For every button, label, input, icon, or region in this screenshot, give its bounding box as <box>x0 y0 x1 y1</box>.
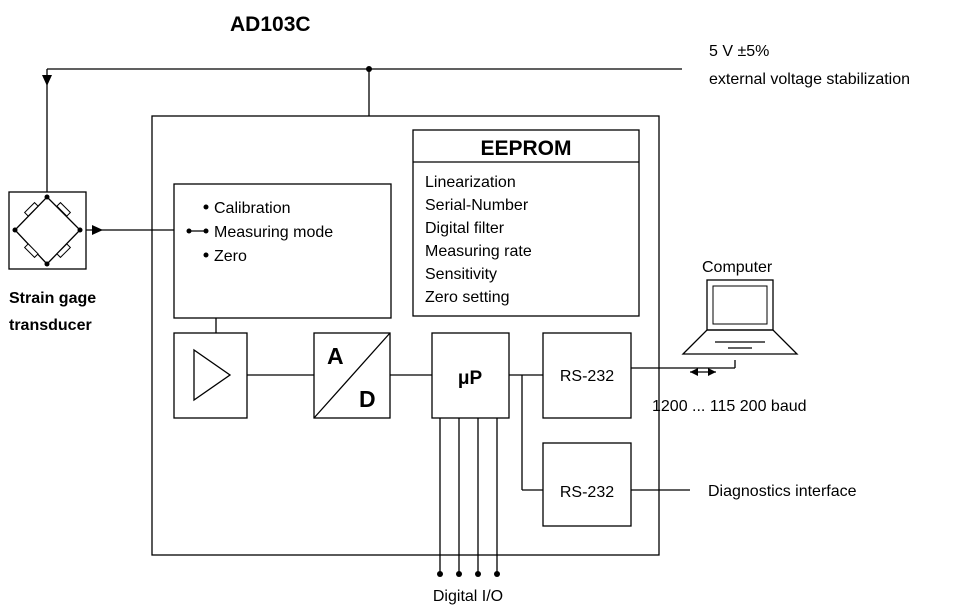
computer-label: Computer <box>702 259 773 276</box>
eeprom-box <box>412 129 640 317</box>
supply-stabilization-label: external voltage stabilization <box>709 71 910 88</box>
amplifier-triangle-icon <box>193 348 232 402</box>
strain-gage-bridge <box>8 191 87 270</box>
processor-label: μP <box>458 368 483 389</box>
mode-option-measuring: Measuring mode <box>214 224 333 241</box>
supply-rail <box>42 66 682 196</box>
rs232-diag-box <box>542 442 632 527</box>
digital-io-label: Digital I/O <box>433 588 503 605</box>
eeprom-item: Linearization <box>425 174 516 191</box>
adc-label-d: D <box>359 386 376 412</box>
rs232-computer-link <box>631 360 736 376</box>
adc-diagonal <box>313 332 391 419</box>
rs232-diag-label: RS-232 <box>560 484 614 501</box>
adc-label-a: A <box>327 343 344 369</box>
supply-voltage-label: 5 V ±5% <box>709 43 769 60</box>
eeprom-title: EEPROM <box>480 137 571 160</box>
transducer-label-line1: Strain gage <box>9 290 96 307</box>
mode-option-calibration: Calibration <box>214 200 290 217</box>
rs232-main-label: RS-232 <box>560 368 614 385</box>
eeprom-item: Zero setting <box>425 289 509 306</box>
eeprom-item: Serial-Number <box>425 197 529 214</box>
amplifier-box <box>173 332 248 419</box>
mode-switch-symbol <box>186 204 209 258</box>
processor-box <box>431 332 510 419</box>
computer-laptop-icon <box>681 279 799 355</box>
eeprom-item: Digital filter <box>425 220 505 237</box>
rs232-main-box <box>542 332 632 419</box>
processor-serial-bus <box>509 374 543 491</box>
transducer-label-line2: transducer <box>9 317 92 334</box>
mode-option-zero: Zero <box>214 248 247 265</box>
transducer-signal-arrow <box>86 225 174 235</box>
digital-io-lines <box>437 418 500 577</box>
mode-switch-box <box>173 183 392 319</box>
baud-rate-label: 1200 ... 115 200 baud <box>652 398 807 415</box>
diagram-title: AD103C <box>230 13 311 36</box>
eeprom-item: Measuring rate <box>425 243 532 260</box>
eeprom-item: Sensitivity <box>425 266 497 283</box>
diagnostics-interface-label: Diagnostics interface <box>708 483 857 500</box>
